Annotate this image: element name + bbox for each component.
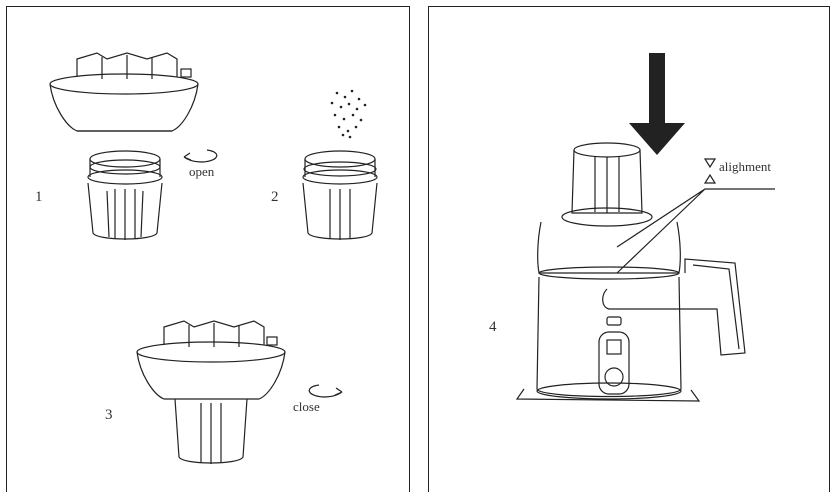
granules (331, 90, 367, 139)
step-number: 1 (35, 189, 43, 206)
upper-jar (562, 143, 652, 226)
left-illustrations (7, 7, 411, 493)
alignment-marker-icon (705, 159, 715, 183)
down-arrow-icon (629, 53, 685, 155)
step-number: 2 (271, 189, 279, 206)
step-number: 3 (105, 407, 113, 424)
step1-lid (50, 53, 198, 131)
base-unit (517, 222, 745, 401)
step2-jar (303, 151, 377, 240)
right-illustration (429, 7, 831, 493)
alignment-label: alighment (719, 159, 771, 175)
step3-assembly (137, 321, 285, 464)
panel-steps-1-3: 1 open 2 3 close (6, 6, 410, 492)
rotate-arrow-icon (309, 385, 342, 397)
panel-step-4: 4 alighment (428, 6, 830, 492)
step-number: 4 (489, 319, 497, 336)
rotate-arrow-icon (184, 150, 217, 162)
open-label: open (189, 164, 214, 180)
step1-jar (88, 151, 162, 240)
close-label: close (293, 399, 320, 415)
